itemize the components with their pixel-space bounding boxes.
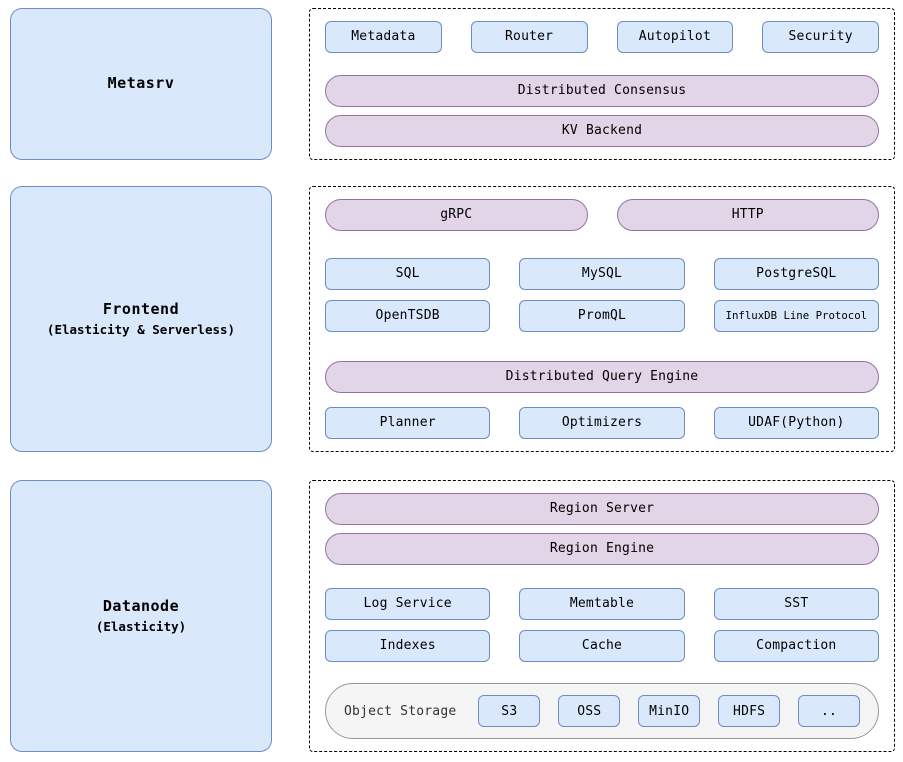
datanode-component-memtable[interactable]: Memtable <box>519 588 685 620</box>
object-storage-backend-more[interactable]: .. <box>798 695 860 727</box>
frontend-interface-sql[interactable]: SQL <box>325 258 491 290</box>
datanode-components-row-2: Indexes Cache Compaction <box>325 630 879 662</box>
frontend-engine-udaf-python[interactable]: UDAF(Python) <box>713 407 879 439</box>
metasrv-wide-rows: Distributed Consensus KV Backend <box>325 75 879 147</box>
object-storage-label: Object Storage <box>344 703 457 719</box>
metasrv-kv-backend[interactable]: KV Backend <box>325 115 879 147</box>
datanode-wide-rows: Region Server Region Engine <box>325 493 879 565</box>
metasrv-components-row: Metadata Router Autopilot Security <box>325 21 879 53</box>
datanode-component-compaction[interactable]: Compaction <box>713 630 879 662</box>
datanode-region-engine[interactable]: Region Engine <box>325 533 879 565</box>
object-storage-backend-minio[interactable]: MinIO <box>638 695 701 727</box>
metasrv-distributed-consensus[interactable]: Distributed Consensus <box>325 75 879 107</box>
frontend-interface-mysql[interactable]: MySQL <box>519 258 685 290</box>
frontend-protocol-grpc[interactable]: gRPC <box>325 199 588 231</box>
frontend-row: Frontend (Elasticity & Serverless) gRPC … <box>0 186 903 452</box>
frontend-interface-opentsdb[interactable]: OpenTSDB <box>325 300 491 332</box>
frontend-query-engine-group: Distributed Query Engine Planner Optimiz… <box>325 361 879 439</box>
frontend-engine-optimizers[interactable]: Optimizers <box>519 407 685 439</box>
frontend-interfaces-row-2: OpenTSDB PromQL InfluxDB Line Protocol <box>325 300 879 332</box>
frontend-interfaces: SQL MySQL PostgreSQL OpenTSDB PromQL Inf… <box>325 258 879 332</box>
metasrv-title: Metasrv <box>107 74 175 93</box>
frontend-panel: Frontend (Elasticity & Serverless) <box>10 186 272 452</box>
frontend-protocol-http[interactable]: HTTP <box>616 199 879 231</box>
frontend-engine-parts-row: Planner Optimizers UDAF(Python) <box>325 407 879 439</box>
frontend-interfaces-row-1: SQL MySQL PostgreSQL <box>325 258 879 290</box>
datanode-component-indexes[interactable]: Indexes <box>325 630 491 662</box>
frontend-engine-planner[interactable]: Planner <box>325 407 491 439</box>
frontend-interface-postgresql[interactable]: PostgreSQL <box>713 258 879 290</box>
frontend-title: Frontend <box>102 299 180 318</box>
datanode-row: Datanode (Elasticity) Region Server Regi… <box>0 480 903 752</box>
datanode-components-container: Region Server Region Engine Log Service … <box>309 480 895 752</box>
datanode-title: Datanode <box>102 596 180 615</box>
datanode-region-server[interactable]: Region Server <box>325 493 879 525</box>
metasrv-components-container: Metadata Router Autopilot Security Distr… <box>309 8 895 160</box>
frontend-distributed-query-engine[interactable]: Distributed Query Engine <box>325 361 879 393</box>
datanode-components: Log Service Memtable SST Indexes Cache C… <box>325 588 879 662</box>
datanode-components-row-1: Log Service Memtable SST <box>325 588 879 620</box>
object-storage-backend-oss[interactable]: OSS <box>558 695 621 727</box>
frontend-components-container: gRPC HTTP SQL MySQL PostgreSQL OpenTSDB … <box>309 186 895 452</box>
frontend-subtitle: (Elasticity & Serverless) <box>46 322 236 338</box>
datanode-panel: Datanode (Elasticity) <box>10 480 272 752</box>
metasrv-panel: Metasrv <box>10 8 272 160</box>
datanode-component-log-service[interactable]: Log Service <box>325 588 491 620</box>
object-storage-backend-hdfs[interactable]: HDFS <box>718 695 781 727</box>
metasrv-row: Metasrv Metadata Router Autopilot Securi… <box>0 8 903 160</box>
datanode-subtitle: (Elasticity) <box>95 619 187 635</box>
metasrv-component-router[interactable]: Router <box>470 21 588 53</box>
object-storage-backend-s3[interactable]: S3 <box>478 695 541 727</box>
object-storage-container: Object Storage S3 OSS MinIO HDFS .. <box>325 683 879 739</box>
datanode-component-cache[interactable]: Cache <box>519 630 685 662</box>
frontend-protocols-row: gRPC HTTP <box>325 199 879 231</box>
datanode-component-sst[interactable]: SST <box>713 588 879 620</box>
frontend-interface-influxdb-line-protocol[interactable]: InfluxDB Line Protocol <box>713 300 879 332</box>
metasrv-component-security[interactable]: Security <box>762 21 879 53</box>
frontend-interface-promql[interactable]: PromQL <box>519 300 685 332</box>
metasrv-component-metadata[interactable]: Metadata <box>325 21 442 53</box>
metasrv-component-autopilot[interactable]: Autopilot <box>616 21 734 53</box>
